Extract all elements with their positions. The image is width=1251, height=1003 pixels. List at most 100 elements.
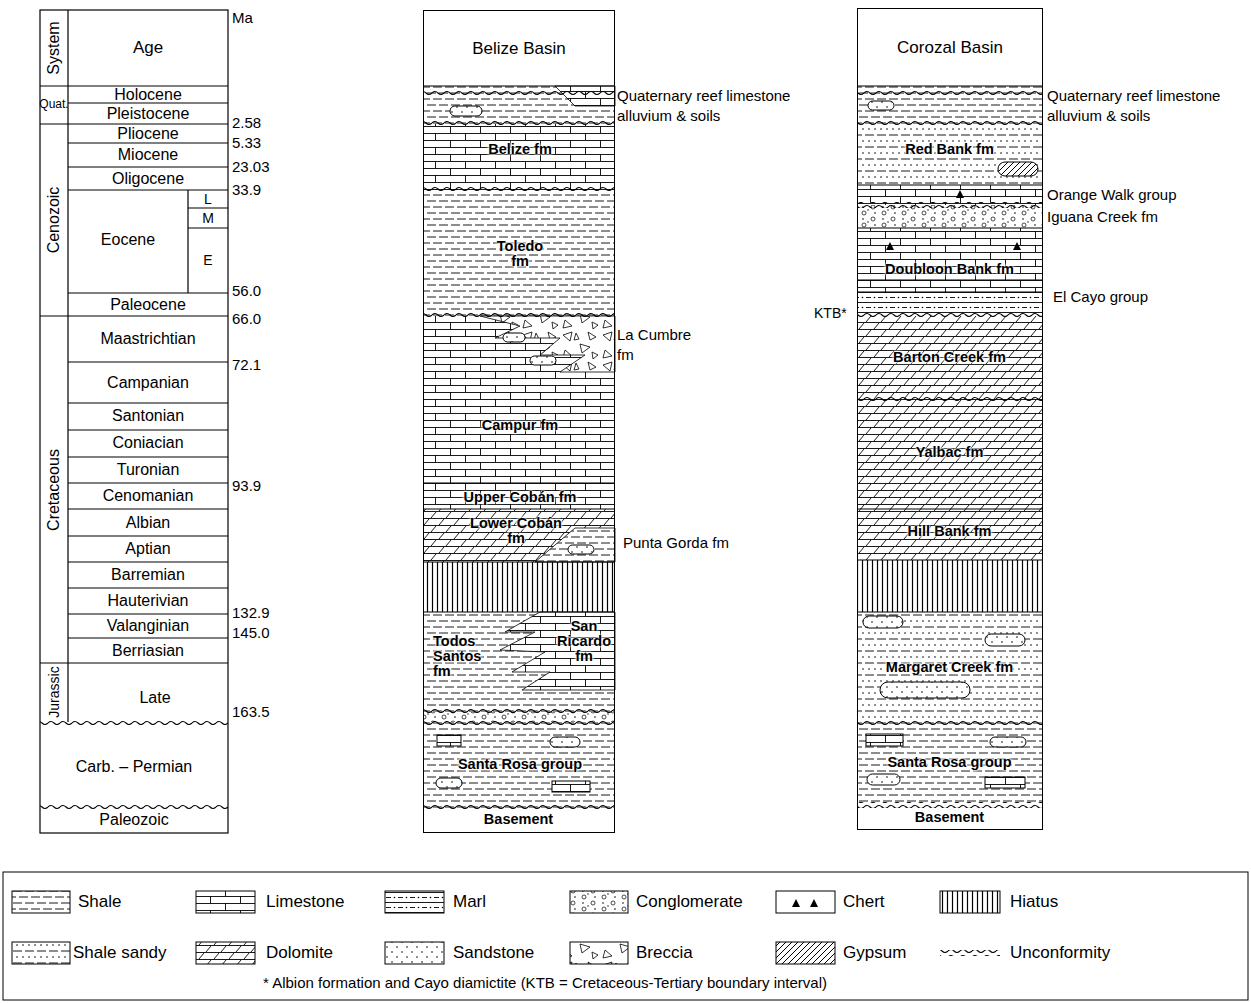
formation-name: Doubloon Bank fm [885, 262, 1014, 277]
age-name: Hauterivian [108, 592, 189, 610]
formation-name: Basement [484, 812, 553, 827]
formation-name: Lower Cobán fm [468, 516, 564, 546]
age-name: Berriasian [112, 642, 184, 660]
legend-swatches [12, 942, 70, 964]
corozal-column-art [985, 634, 1025, 646]
formation-name: Toledo fm [490, 239, 550, 269]
age-name: Pleistocene [107, 105, 190, 123]
corozal-column-art [866, 734, 903, 746]
corozal-column-art [857, 719, 1043, 725]
corozal-column-art [857, 205, 1043, 228]
belize-column-art [530, 356, 556, 365]
formation-band: Basement [858, 806, 1041, 828]
formation-band: San Ricardo fm [554, 616, 614, 666]
formation-band: Basement [424, 808, 613, 830]
legend-swatches [570, 942, 628, 964]
side-label: Orange Walk group [1047, 186, 1177, 203]
belize-column-art [568, 545, 594, 554]
age-name: Turonian [117, 461, 180, 479]
formation-band: Todos Santos fm [433, 631, 491, 681]
formation-name: Barton Creek fm [893, 350, 1006, 365]
legend-text: Shale [78, 892, 121, 912]
age-number: 66.0 [232, 310, 261, 327]
formation-band: Hill Bank fm [858, 519, 1041, 543]
corozal-column-art [990, 737, 1026, 747]
age-name: Late [139, 689, 170, 707]
belize-column-art [552, 781, 590, 792]
legend-text: Breccia [636, 943, 693, 963]
belize-column-art [437, 735, 461, 746]
legend-swatches [776, 891, 835, 913]
age-name: M [202, 210, 214, 226]
system-name: Cretaceous [45, 449, 63, 531]
corozal-column-art [880, 682, 970, 698]
formation-name: Upper Cobán fm [464, 490, 577, 505]
corozal-column-art [998, 162, 1038, 176]
legend-swatches [776, 942, 835, 964]
formation-band: Lower Cobán fm [468, 511, 564, 551]
age-name: Pliocene [117, 125, 178, 143]
formation-band: Yalbac fm [858, 440, 1041, 464]
legend-swatches [570, 891, 628, 913]
table-header: System [45, 21, 63, 74]
legend-swatches [196, 891, 255, 913]
formation-band: Upper Cobán fm [424, 487, 616, 507]
age-name: Coniacian [112, 434, 183, 452]
belize-column-art [535, 528, 615, 562]
corozal-column-art [1013, 242, 1021, 250]
age-number: 56.0 [232, 282, 261, 299]
formation-name: Margaret Creek fm [886, 660, 1013, 675]
formation-name: Red Bank fm [905, 142, 994, 157]
age-name: E [203, 252, 212, 268]
belize-column-art [437, 735, 461, 746]
corozal-column-art [866, 734, 903, 746]
formation-band: Margaret Creek fm [858, 655, 1041, 679]
system-name: Cenozoic [45, 187, 63, 254]
corozal-column-art [857, 612, 1043, 722]
belize-column-art [423, 612, 615, 712]
legend-text: Chert [843, 892, 885, 912]
belize-column-art [423, 719, 615, 725]
belize-column-art [552, 781, 590, 792]
belize-column-art [423, 86, 615, 612]
belize-column-art [423, 709, 615, 715]
column-header: Belize Basin [424, 11, 614, 87]
belize-column-art [550, 737, 580, 747]
formation-band: Santa Rosa group [424, 751, 616, 777]
legend-text: Gypsum [843, 943, 906, 963]
corozal-column-art [857, 313, 1043, 319]
formation-band: Barton Creek fm [858, 345, 1041, 369]
system-name: Quat. [39, 98, 68, 112]
legend-text: Limestone [266, 892, 344, 912]
belize-column-art [423, 805, 615, 811]
legend-swatches [12, 891, 70, 913]
legend-swatches [3, 872, 1248, 1000]
age-name: Campanian [107, 374, 189, 392]
legend-swatches [3, 872, 1248, 1000]
legend-swatches [385, 942, 444, 964]
age-name: Miocene [118, 146, 178, 164]
age-name: Oligocene [112, 170, 184, 188]
age-name: Carb. – Permian [76, 758, 193, 776]
formation-name: Santa Rosa group [458, 757, 582, 772]
belize-column-art [423, 86, 615, 811]
time-scale-grid [40, 10, 228, 722]
age-number: 72.1 [232, 356, 261, 373]
belize-column-art [480, 316, 615, 372]
formation-name: Hill Bank fm [908, 524, 992, 539]
belize-column-art [423, 483, 615, 509]
corozal-column-art [857, 316, 1043, 400]
formation-band: Santa Rosa group [858, 750, 1041, 774]
age-name: Aptian [125, 540, 170, 558]
legend-text: Shale sandy [73, 943, 167, 963]
age-name: Albian [126, 514, 170, 532]
legend-text: Unconformity [1010, 943, 1110, 963]
legend-swatches [385, 891, 444, 913]
side-label: Quaternary reef limestone alluvium & soi… [1047, 86, 1247, 126]
corozal-column-art [857, 722, 1043, 805]
belize-column-art [568, 545, 594, 554]
belize-column-art [436, 778, 462, 788]
column-header: Corozal Basin [858, 9, 1042, 87]
age-name: Cenomanian [103, 487, 194, 505]
age-number: 93.9 [232, 477, 261, 494]
